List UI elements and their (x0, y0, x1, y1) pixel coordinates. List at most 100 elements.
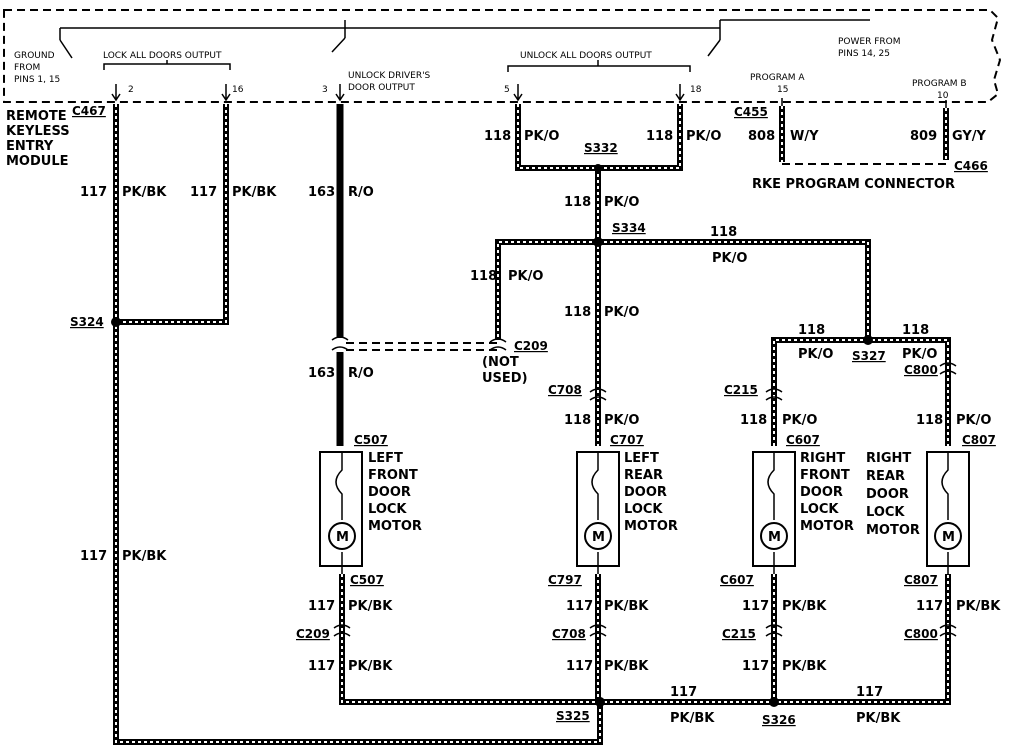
w118-i-col: PK/O (902, 347, 937, 362)
w118-e-col: PK/O (508, 269, 543, 284)
w117-g-num: 117 (566, 659, 593, 674)
wire-118-s334-right-inner (598, 241, 869, 340)
pin-18: 18 (690, 85, 702, 95)
unlock-driver-label-1: UNLOCK DRIVER'S (348, 71, 431, 81)
w117-k-col: PK/BK (670, 711, 715, 726)
splice-s334-label: S334 (612, 221, 646, 235)
w118-c-num: 118 (564, 195, 591, 210)
rr-label-3: DOOR (866, 487, 909, 502)
w118-d-num: 118 (710, 225, 737, 240)
w117-j-col: PK/BK (956, 599, 1001, 614)
w809-col: GY/Y (952, 129, 987, 144)
motor-m-lf: M (336, 530, 349, 545)
rf-label-2: FRONT (800, 468, 850, 483)
w117-h-num: 117 (742, 599, 769, 614)
splice-s332-label: S332 (584, 141, 618, 155)
connector-c607-bottom: C607 (720, 573, 754, 587)
motor-left-rear: M (576, 451, 620, 574)
w117-b-col: PK/BK (232, 185, 277, 200)
w117-a-num: 117 (80, 185, 107, 200)
w117-d-col: PK/BK (348, 599, 393, 614)
unlock-driver-label-2: DOOR OUTPUT (348, 83, 415, 93)
lock-brace (103, 60, 231, 70)
w163-b-col: R/O (348, 366, 374, 381)
connector-c607-top: C607 (786, 433, 820, 447)
w117-l-col: PK/BK (856, 711, 901, 726)
rr-label-1: RIGHT (866, 451, 911, 466)
ground-label-2: FROM (14, 63, 40, 73)
splice-s327-label: S327 (852, 349, 886, 363)
connector-c209-symbol-a (331, 336, 349, 351)
pin-10: 10 (937, 91, 949, 101)
power-label-1: POWER FROM (838, 37, 901, 47)
w118-f-col: PK/O (604, 305, 639, 320)
wire-117-bottom (339, 574, 951, 705)
w163-a-num: 163 (308, 185, 335, 200)
w163-b-num: 163 (308, 366, 335, 381)
rf-label-1: RIGHT (800, 451, 845, 466)
w117-j-num: 117 (916, 599, 943, 614)
w117-f-col: PK/BK (604, 599, 649, 614)
w117-i-col: PK/BK (782, 659, 827, 674)
lf-label-2: FRONT (368, 468, 418, 483)
connector-c215-bottom: C215 (722, 627, 756, 641)
lf-label-4: LOCK (368, 502, 407, 517)
w118-g-num: 118 (564, 413, 591, 428)
connector-c209-bottom: C209 (296, 627, 330, 641)
w118-j-num: 118 (740, 413, 767, 428)
w118-h-col: PK/O (798, 347, 833, 362)
wire-117-pin16-inner (116, 104, 227, 323)
w118-j-col: PK/O (782, 413, 817, 428)
motor-m-rr: M (942, 530, 955, 545)
w117-b-num: 117 (190, 185, 217, 200)
wire-117-bottom-inner (341, 574, 949, 703)
w117-e-num: 117 (308, 659, 335, 674)
motor-m-rf: M (768, 530, 781, 545)
w117-k-num: 117 (670, 685, 697, 700)
w163-a-col: R/O (348, 185, 374, 200)
module-name-1: REMOTE (6, 109, 67, 124)
module-name-2: KEYLESS (6, 124, 70, 139)
connector-c455: C455 (734, 105, 768, 119)
connector-c708-bottom: C708 (552, 627, 586, 641)
rke-connector-label: RKE PROGRAM CONNECTOR (752, 177, 955, 192)
w117-d-num: 117 (308, 599, 335, 614)
w118-b-num: 118 (646, 129, 673, 144)
lr-label-5: MOTOR (624, 519, 678, 534)
connector-c707-top: C707 (610, 433, 644, 447)
inline-connectors (333, 362, 957, 637)
module-name-3: ENTRY (6, 139, 54, 154)
w808-num: 808 (748, 129, 775, 144)
splice-s326-label: S326 (762, 713, 796, 727)
w118-f-num: 118 (564, 305, 591, 320)
connector-c209-symbol-b (489, 338, 507, 351)
motor-right-rear: M (926, 451, 970, 574)
wire-118-s334-left-inner (497, 241, 598, 340)
rr-label-4: LOCK (866, 505, 905, 520)
w117-h-col: PK/BK (782, 599, 827, 614)
wire-118-s327-inner (773, 339, 949, 446)
wire-118-s334-left (495, 239, 598, 340)
not-used-label-1: (NOT (482, 355, 519, 370)
lf-label-5: MOTOR (368, 519, 422, 534)
rf-label-5: MOTOR (800, 519, 854, 534)
w809-num: 809 (910, 129, 937, 144)
w118-h-num: 118 (798, 323, 825, 338)
connector-c507-bottom: C507 (350, 573, 384, 587)
lf-label-3: DOOR (368, 485, 411, 500)
splice-s325 (595, 697, 605, 707)
module-boundary (3, 9, 1002, 103)
w117-c-col: PK/BK (122, 549, 167, 564)
rr-label-2: REAR (866, 469, 905, 484)
w117-i-num: 117 (742, 659, 769, 674)
w118-i-num: 118 (902, 323, 929, 338)
lf-label-1: LEFT (368, 451, 403, 466)
lock-output-label: LOCK ALL DOORS OUTPUT (103, 51, 222, 61)
rf-label-3: DOOR (800, 485, 843, 500)
pin-3: 3 (322, 85, 328, 95)
splice-s324-label: S324 (70, 315, 104, 329)
w118-c-col: PK/O (604, 195, 639, 210)
rf-label-4: LOCK (800, 502, 839, 517)
unlock-brace (507, 60, 691, 72)
motor-m-lr: M (592, 530, 605, 545)
